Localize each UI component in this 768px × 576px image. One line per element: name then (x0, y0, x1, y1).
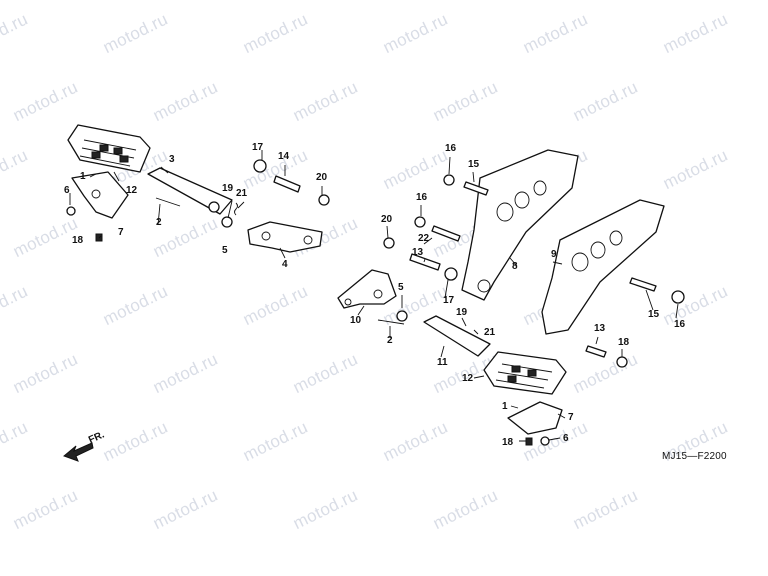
callout-1: 1 (80, 171, 86, 182)
bolt-15b (629, 277, 657, 292)
callout-18: 18 (502, 437, 514, 448)
left-footpeg-bracket (71, 171, 129, 219)
cap-16a (443, 174, 455, 186)
left-footpeg-shaft (147, 167, 233, 215)
callout-17: 17 (252, 142, 264, 153)
bolt-13a (409, 253, 441, 271)
callout-1: 1 (502, 401, 508, 412)
bolt-22 (431, 225, 461, 242)
callout-10: 10 (350, 315, 362, 326)
callout-22: 22 (418, 233, 430, 244)
callout-3: 3 (169, 154, 175, 165)
callout-5: 5 (222, 245, 228, 256)
callout-13: 13 (412, 247, 424, 258)
callout-14: 14 (278, 151, 290, 162)
callout-19: 19 (222, 183, 234, 194)
right-footpeg-rubber (483, 351, 567, 395)
callout-12: 12 (126, 185, 138, 196)
callout-2: 2 (387, 335, 393, 346)
callout-16: 16 (674, 319, 686, 330)
callout-17: 17 (443, 295, 455, 306)
callout-5: 5 (398, 282, 404, 293)
right-nut-5 (396, 310, 408, 322)
callout-20: 20 (316, 172, 328, 183)
left-step-plate (541, 199, 665, 335)
left-washer (66, 206, 76, 216)
callout-6: 6 (563, 433, 569, 444)
callout-4: 4 (282, 259, 288, 270)
callout-16: 16 (445, 143, 457, 154)
bolt-15a (463, 181, 489, 196)
callout-6: 6 (64, 185, 70, 196)
diagram-code: MJ15—F2200 (662, 451, 727, 462)
callout-2: 2 (156, 217, 162, 228)
right-bolt (525, 437, 533, 446)
front-arrow-icon (63, 442, 94, 462)
left-footpeg-rubber (67, 124, 151, 173)
callout-16: 16 (416, 192, 428, 203)
callout-13: 13 (594, 323, 606, 334)
cap-16b (414, 216, 426, 228)
right-washer (540, 436, 550, 446)
callout-19: 19 (456, 307, 468, 318)
callout-7: 7 (568, 412, 574, 423)
callout-20: 20 (381, 214, 393, 225)
callout-11: 11 (437, 357, 448, 368)
callout-15: 15 (648, 309, 660, 320)
callout-8: 8 (512, 261, 518, 272)
callout-12: 12 (462, 373, 474, 384)
stay-plate-4 (247, 221, 323, 253)
cap-nut-20b (383, 237, 395, 249)
cap-nut-20 (318, 194, 330, 206)
bolt-13b (585, 345, 607, 358)
callout-21: 21 (484, 327, 496, 338)
callout-9: 9 (551, 249, 557, 260)
callout-7: 7 (118, 227, 124, 238)
right-step-plate (461, 149, 579, 301)
cap-16c (671, 290, 685, 304)
right-footpeg-shaft (423, 315, 491, 357)
left-spring (234, 202, 238, 216)
callout-15: 15 (468, 159, 480, 170)
bolt-14 (273, 175, 301, 193)
collar-17 (253, 159, 267, 173)
collar-17b (444, 267, 458, 281)
callout-18: 18 (72, 235, 84, 246)
callout-21: 21 (236, 188, 248, 199)
left-nut (221, 216, 233, 228)
right-footpeg-bracket (507, 401, 563, 435)
callout-18: 18 (618, 337, 630, 348)
left-pin (155, 197, 181, 207)
stay-plate-10 (337, 269, 397, 309)
right-pin-2 (377, 319, 405, 325)
